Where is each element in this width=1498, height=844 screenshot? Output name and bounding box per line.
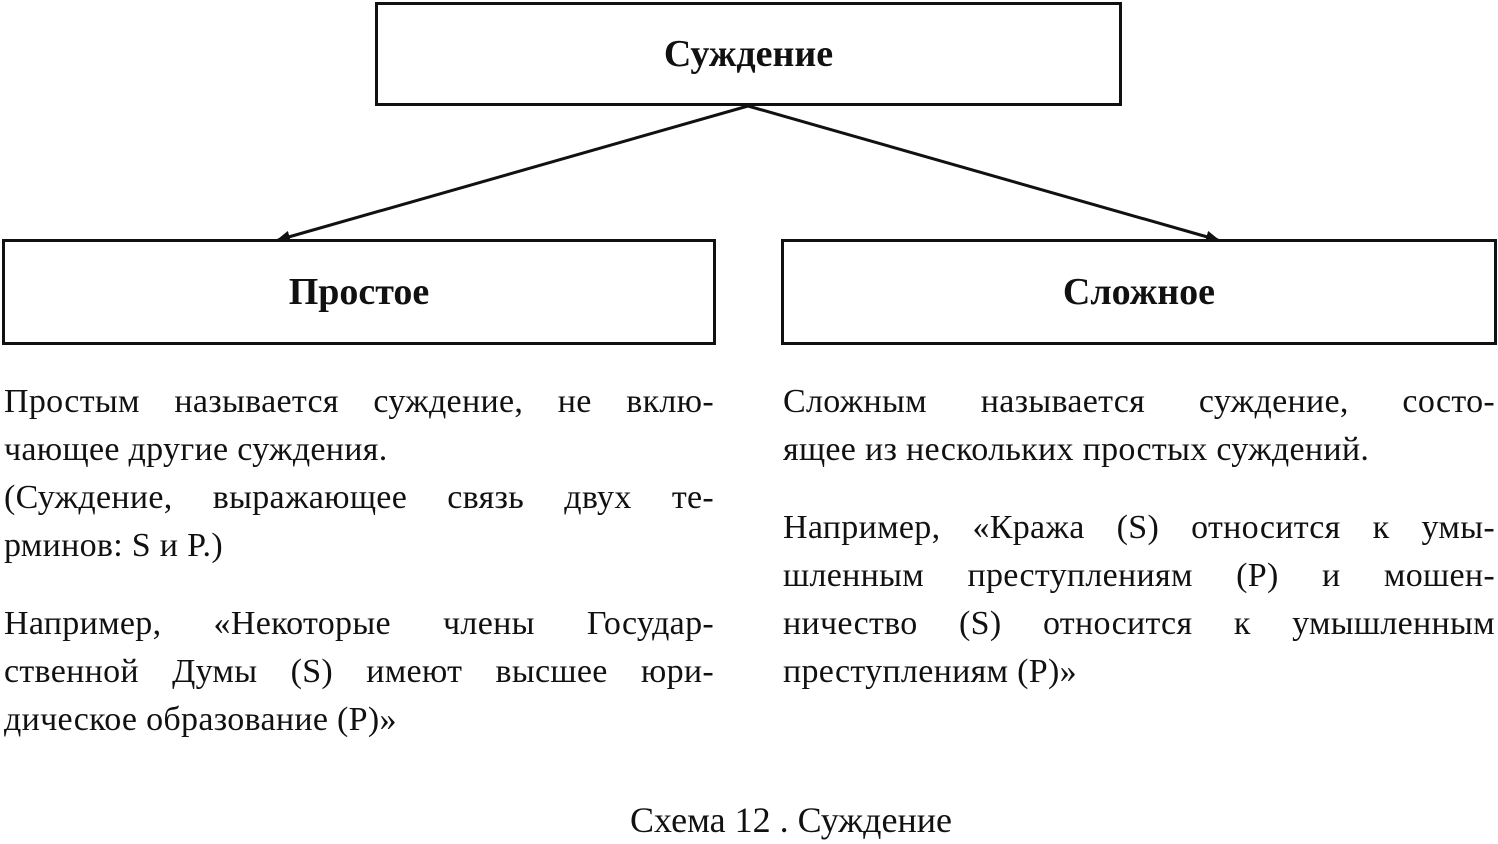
simple-definition-line: чающее другие суждения. [4, 431, 388, 468]
node-simple: Простое [2, 239, 716, 345]
simple-note: (Суждение, выражающее связь двух те- рми… [4, 474, 714, 570]
simple-definition: Простым называется суждение, не вклю- ча… [4, 378, 714, 474]
simple-note-line: (Суждение, выражающее связь двух те- [4, 479, 714, 516]
simple-note-line: рминов: S и P.) [4, 527, 223, 564]
arrow-to-simple [276, 104, 749, 243]
complex-description: Сложным называется суждение, состо- ящее… [783, 378, 1495, 696]
root-node-label: Суждение [663, 33, 834, 75]
complex-example-line: шленным преступлениям (P) и мошен- [783, 557, 1495, 594]
complex-example-line: ничество (S) относится к умышленным [783, 605, 1495, 642]
simple-example-line: Например, «Некоторые члены Государ- [4, 605, 714, 642]
complex-example-line: Например, «Кража (S) относится к умы- [783, 509, 1495, 546]
node-complex: Сложное [781, 239, 1497, 345]
simple-example-line: дическое образование (P)» [4, 701, 397, 738]
complex-example-line: преступлениям (P)» [783, 653, 1077, 690]
complex-definition-line: ящее из нескольких простых суждений. [783, 431, 1370, 468]
complex-example: Например, «Кража (S) относится к умы- шл… [783, 504, 1495, 696]
complex-definition: Сложным называется суждение, состо- ящее… [783, 378, 1495, 474]
root-node-judgment: Суждение [375, 2, 1122, 106]
simple-description: Простым называется суждение, не вклю- ча… [4, 378, 714, 744]
node-simple-label: Простое [288, 271, 430, 313]
simple-definition-line: Простым называется суждение, не вклю- [4, 383, 714, 420]
arrow-to-complex [747, 104, 1220, 243]
node-complex-label: Сложное [1062, 271, 1216, 313]
figure-caption: Схема 12 . Суждение [630, 800, 952, 840]
complex-definition-line: Сложным называется суждение, состо- [783, 383, 1495, 420]
simple-example-line: ственной Думы (S) имеют высшее юри- [4, 653, 714, 690]
simple-example: Например, «Некоторые члены Государ- стве… [4, 600, 714, 744]
